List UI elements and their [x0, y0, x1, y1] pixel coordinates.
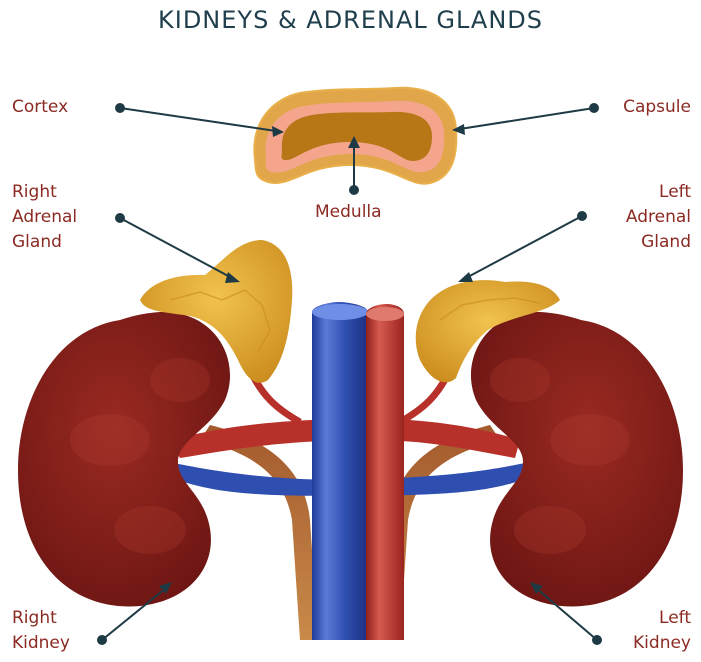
left-kidney-shape	[471, 312, 683, 607]
right-adrenal-label: Right Adrenal Gland	[12, 180, 77, 255]
capsule-label: Capsule	[623, 95, 691, 120]
great-vessels	[312, 302, 404, 640]
page-title: KIDNEYS & ADRENAL GLANDS	[0, 6, 701, 34]
medulla-label: Medulla	[315, 200, 382, 225]
adrenal-cross-section	[254, 88, 456, 184]
aorta	[366, 304, 404, 640]
left-adrenal-pointer	[458, 212, 586, 282]
aorta-top	[366, 307, 404, 321]
left-adrenal-label: Left Adrenal Gland	[626, 180, 691, 255]
vena-cava-top	[312, 304, 368, 320]
right-adrenal-pointer	[116, 214, 240, 283]
right-renal-vein	[168, 462, 330, 496]
right-kidney-shape	[18, 312, 230, 607]
cortex-label: Cortex	[12, 95, 68, 120]
right-kidney-label: Right Kidney	[12, 606, 70, 656]
left-kidney-label: Left Kidney	[633, 606, 691, 656]
capsule-pointer	[452, 104, 598, 135]
right-ureter	[200, 425, 318, 640]
vena-cava	[312, 302, 368, 640]
